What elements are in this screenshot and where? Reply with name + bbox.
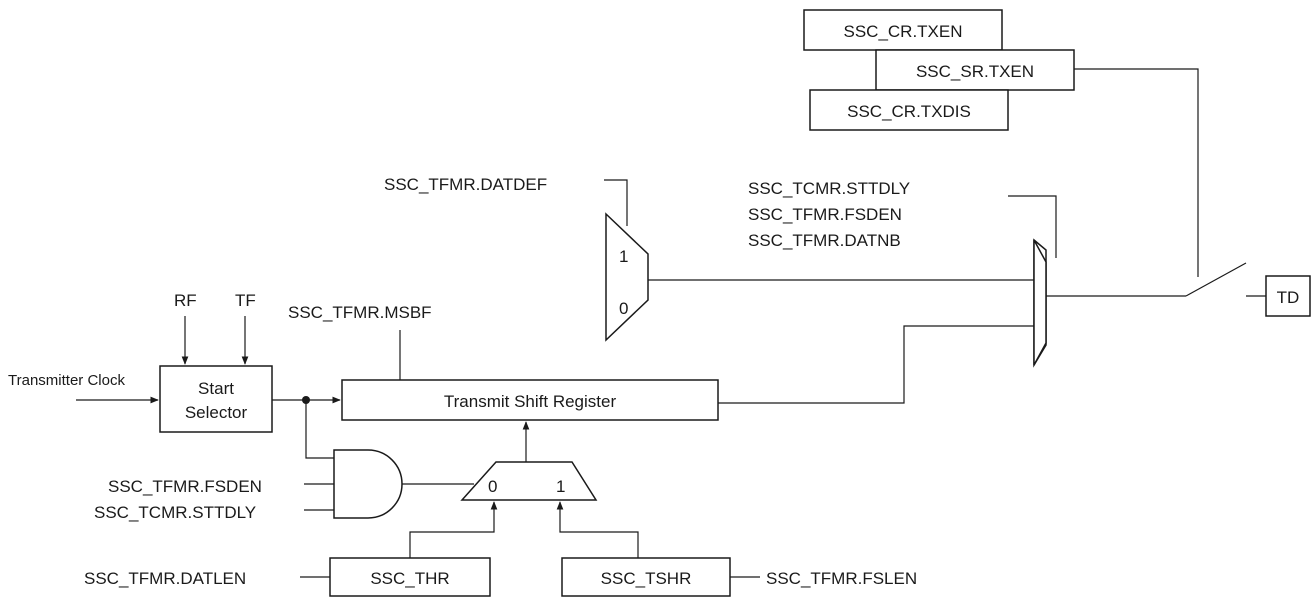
- datdef-wire: [604, 179, 628, 226]
- output-mux-select-wire: [1008, 195, 1057, 258]
- shift-register-to-output-mux-wire: [718, 325, 1034, 404]
- start-to-and-gate-wire: [305, 400, 334, 459]
- td-label: TD: [1277, 288, 1300, 307]
- ssc-cr-txdis-label: SSC_CR.TXDIS: [847, 102, 971, 121]
- ssc-tshr-box: SSC_TSHR: [561, 557, 731, 597]
- txen-enable-wire: [1074, 68, 1199, 277]
- tfmr-datdef-label: SSC_TFMR.DATDEF: [384, 175, 547, 194]
- rf-label: RF: [174, 291, 197, 310]
- tcmr-sttdly-input-label: SSC_TCMR.STTDLY: [94, 503, 256, 522]
- start-selector-label-line2: Selector: [185, 403, 248, 422]
- ssc-tshr-label: SSC_TSHR: [601, 569, 692, 588]
- datdef-mux-input-1: 1: [619, 247, 628, 266]
- ssc-sr-txen-box: SSC_SR.TXEN: [875, 49, 1075, 91]
- transmit-shift-register-label: Transmit Shift Register: [444, 392, 617, 411]
- thr-to-load-mux-arrow: [409, 501, 498, 558]
- tfmr-datnb-select-label: SSC_TFMR.DATNB: [748, 231, 901, 250]
- ssc-sr-txen-label: SSC_SR.TXEN: [916, 62, 1034, 81]
- start-selector-label-line1: Start: [198, 379, 234, 398]
- tfmr-msbf-label: SSC_TFMR.MSBF: [288, 303, 432, 322]
- transmitter-clock-label: Transmitter Clock: [8, 372, 125, 389]
- tshr-to-load-mux-arrow: [556, 501, 639, 558]
- ssc-cr-txen-label: SSC_CR.TXEN: [843, 22, 962, 41]
- tf-label: TF: [235, 291, 256, 310]
- tfmr-fslen-label: SSC_TFMR.FSLEN: [766, 569, 917, 588]
- load-select-mux: [460, 461, 598, 501]
- tfmr-fsden-input-label: SSC_TFMR.FSDEN: [108, 477, 262, 496]
- and-gate: [333, 449, 403, 519]
- datdef-mux: [605, 212, 649, 342]
- output-switch: [1185, 262, 1247, 297]
- load-mux-input-0: 0: [488, 477, 497, 496]
- ssc-thr-box: SSC_THR: [329, 557, 491, 597]
- td-pin-box: TD: [1265, 275, 1311, 317]
- tfmr-fsden-select-label: SSC_TFMR.FSDEN: [748, 205, 902, 224]
- output-mux-body: [1033, 239, 1047, 366]
- ssc-thr-label: SSC_THR: [370, 569, 449, 588]
- tcmr-sttdly-select-label: SSC_TCMR.STTDLY: [748, 179, 910, 198]
- ssc-cr-txdis-box: SSC_CR.TXDIS: [809, 89, 1009, 131]
- datdef-mux-input-0: 0: [619, 299, 628, 318]
- ssc-cr-txen-box: SSC_CR.TXEN: [803, 9, 1003, 51]
- load-mux-input-1: 1: [556, 477, 565, 496]
- start-selector: Start Selector: [159, 365, 273, 433]
- tfmr-datlen-label: SSC_TFMR.DATLEN: [84, 569, 246, 588]
- transmit-shift-register: Transmit Shift Register: [341, 379, 719, 421]
